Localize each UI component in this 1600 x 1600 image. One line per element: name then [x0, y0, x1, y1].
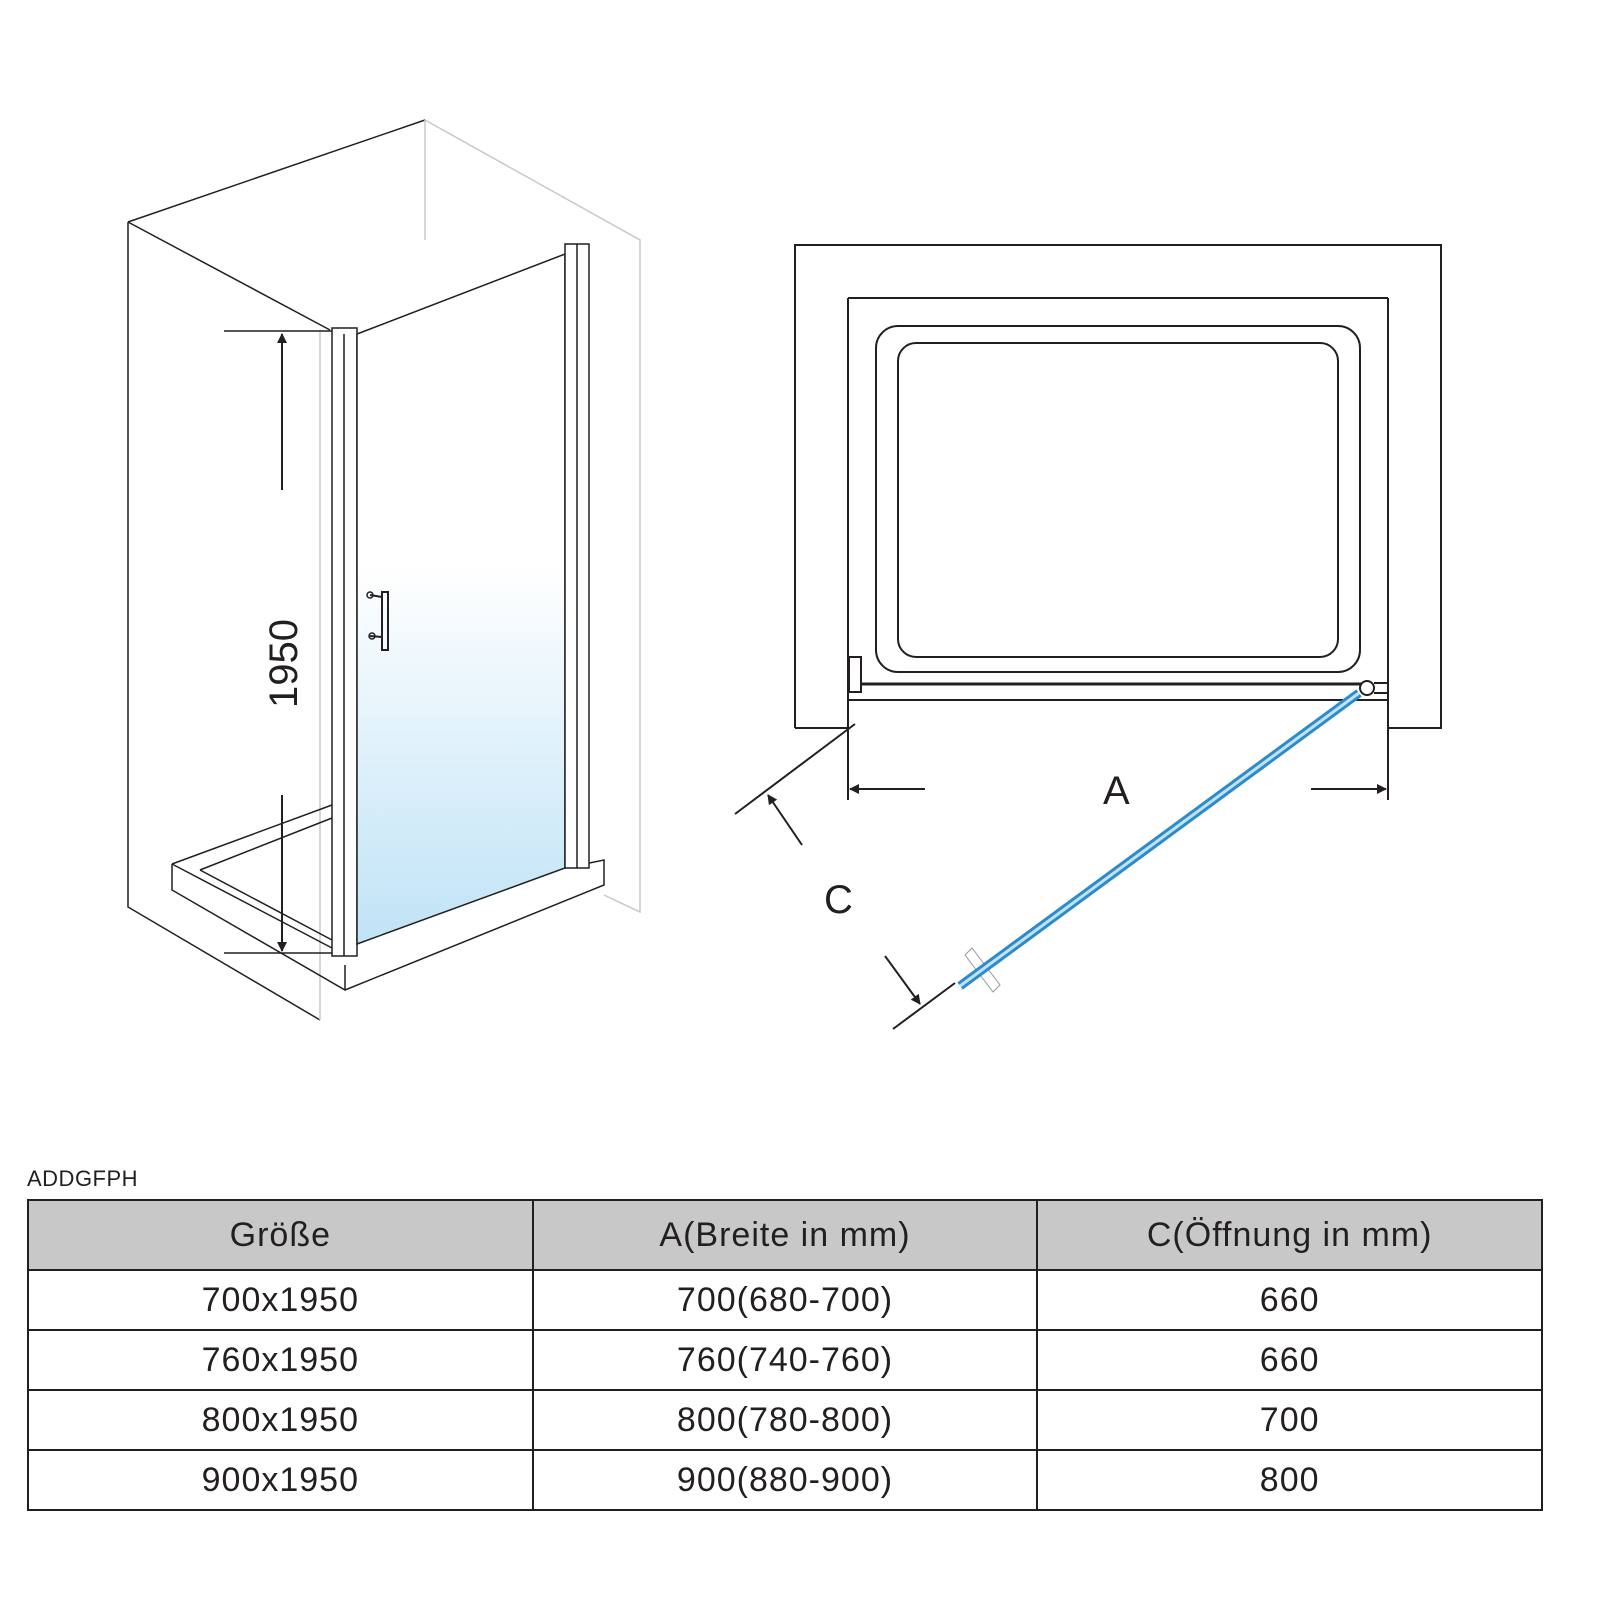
shower-tray	[171, 804, 605, 991]
table-row: 700x1950 700(680-700) 660	[27, 1269, 1543, 1331]
hinge	[1359, 680, 1375, 696]
wall-profile	[848, 656, 862, 693]
model-code: ADDGFPH	[27, 1166, 139, 1191]
cell-width: 900(880-900)	[531, 1449, 1039, 1511]
header-size: Größe	[27, 1199, 534, 1271]
opening-arrow-top	[767, 794, 803, 846]
opening-arrow-bottom	[884, 955, 921, 1005]
cell-size: 900x1950	[27, 1449, 534, 1511]
door-handle	[369, 591, 389, 651]
table-row: 900x1950 900(880-900) 800	[27, 1449, 1543, 1511]
size-table: Größe A(Breite in mm) C(Öffnung in mm) 7…	[27, 1199, 1543, 1511]
table-header-row: Größe A(Breite in mm) C(Öffnung in mm)	[27, 1199, 1543, 1271]
cell-width: 760(740-760)	[531, 1329, 1039, 1391]
header-width: A(Breite in mm)	[531, 1199, 1039, 1271]
cell-opening: 700	[1036, 1389, 1543, 1451]
wall-left	[127, 119, 426, 1021]
width-label: A	[1103, 769, 1130, 813]
tray-inner	[897, 342, 1339, 658]
table-row: 800x1950 800(780-800) 700	[27, 1389, 1543, 1451]
wall-outline	[794, 244, 1442, 800]
cell-size: 800x1950	[27, 1389, 534, 1451]
shower-top-view	[734, 244, 1442, 1030]
cell-size: 700x1950	[27, 1269, 534, 1331]
cell-width: 700(680-700)	[531, 1269, 1039, 1331]
tray-outer	[875, 325, 1361, 673]
cell-opening: 660	[1036, 1329, 1543, 1391]
header-opening: C(Öffnung in mm)	[1036, 1199, 1543, 1271]
cell-opening: 660	[1036, 1269, 1543, 1331]
height-label: 1950	[262, 619, 306, 708]
cell-size: 760x1950	[27, 1329, 534, 1391]
cell-opening: 800	[1036, 1449, 1543, 1511]
table-row: 760x1950 760(740-760) 660	[27, 1329, 1543, 1391]
shower-3d-view	[127, 119, 641, 1021]
opening-label: C	[824, 878, 853, 922]
cell-width: 800(780-800)	[531, 1389, 1039, 1451]
door-handle-top	[964, 947, 1001, 993]
open-glass-door	[957, 689, 1362, 990]
wall-back	[319, 119, 641, 1020]
